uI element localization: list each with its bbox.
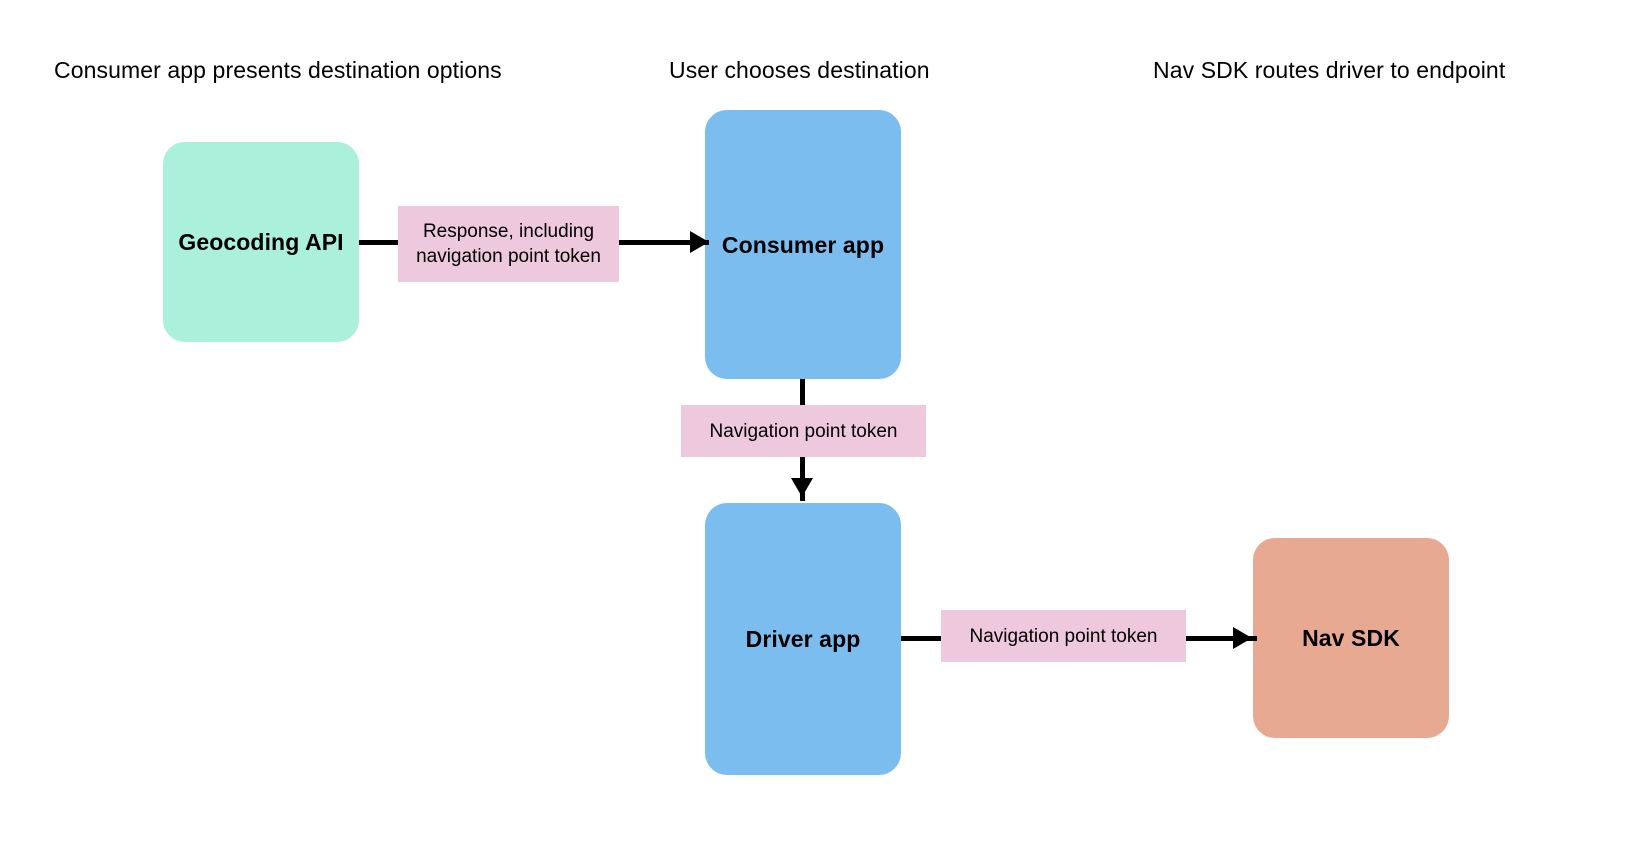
- arrowhead-consumer-to-driver: [791, 478, 813, 497]
- edge-label-response-text: Response, including navigation point tok…: [416, 221, 601, 267]
- edge-label-response-including-navigation-point-token: Response, including navigation point tok…: [398, 206, 619, 282]
- column-header-consumer: Consumer app presents destination option…: [54, 57, 502, 83]
- node-consumer-app-label: Consumer app: [721, 231, 885, 258]
- node-geocoding-api-label: Geocoding API: [178, 229, 344, 255]
- arrowhead-driver-to-navsdk: [1233, 627, 1252, 649]
- edge-label-navigation-point-token-horizontal: Navigation point token: [941, 610, 1186, 662]
- node-driver-app[interactable]: Driver app: [705, 503, 901, 775]
- column-header-navsdk: Nav SDK routes driver to endpoint: [1153, 57, 1506, 83]
- node-driver-app-label: Driver app: [745, 626, 861, 652]
- arrowhead-geocoding-to-consumer: [690, 231, 709, 253]
- node-geocoding-api[interactable]: Geocoding API: [163, 142, 359, 342]
- node-nav-sdk-label: Nav SDK: [1302, 625, 1400, 651]
- node-nav-sdk[interactable]: Nav SDK: [1253, 538, 1449, 738]
- edge-label-navigation-point-token-vertical-text: Navigation point token: [709, 420, 898, 442]
- column-header-user: User chooses destination: [669, 57, 930, 83]
- edge-label-navigation-point-token-vertical: Navigation point token: [681, 405, 926, 457]
- edge-label-navigation-point-token-horizontal-text: Navigation point token: [969, 625, 1158, 647]
- node-consumer-app[interactable]: Consumer app: [705, 110, 901, 379]
